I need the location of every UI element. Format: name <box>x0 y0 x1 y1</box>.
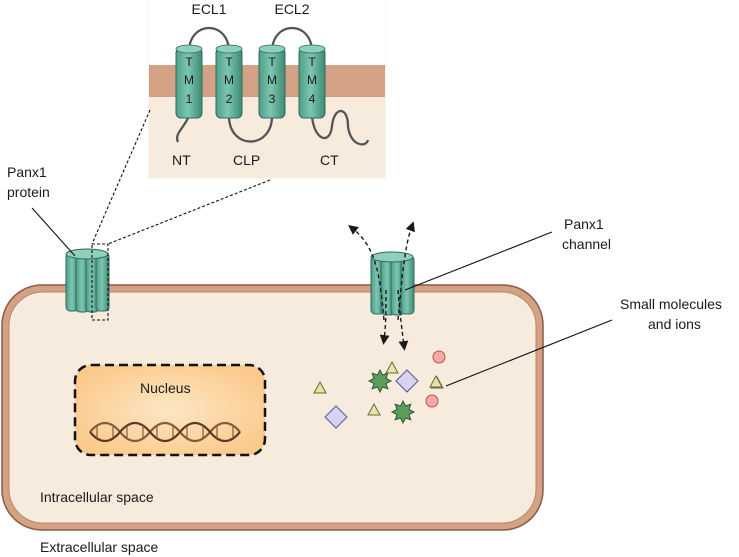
small-molecule-triangle <box>313 380 327 394</box>
tm3-letter-t: T <box>268 55 276 69</box>
panx1-channel-left <box>65 243 110 321</box>
ecl2-label: ECL2 <box>274 1 309 17</box>
panx1-channel-right <box>370 251 415 316</box>
ion-circle <box>425 394 439 408</box>
nt-tail <box>175 115 191 143</box>
panx1-protein-label-line1: Panx1 <box>7 164 47 180</box>
tm1-letter-t: T <box>185 55 193 69</box>
small-molecules-label-line2: and ions <box>648 316 701 332</box>
panx1-channel-label-line1: Panx1 <box>564 216 604 232</box>
clp-label: CLP <box>233 152 260 168</box>
panx1-protein-label-line2: protein <box>7 184 50 200</box>
callout-lines <box>31 207 613 387</box>
small-molecule-triangle <box>429 374 443 388</box>
small-molecule-triangle <box>385 360 399 374</box>
tm4-letter-n: 4 <box>309 92 316 106</box>
small-molecule-diamond <box>395 369 419 393</box>
zoom-lines <box>91 109 271 245</box>
panx1-channel-label-line2: channel <box>562 236 611 252</box>
tm1-letter-m: M <box>184 73 194 87</box>
helix-tm2 <box>215 44 243 119</box>
tm-helices <box>175 44 326 119</box>
small-molecule-star <box>390 399 416 425</box>
ct-tail <box>310 109 370 146</box>
nucleus-label: Nucleus <box>140 380 191 396</box>
tm2-letter-m: M <box>224 73 234 87</box>
small-molecule-diamond <box>324 405 348 429</box>
small-molecules-cluster <box>313 350 446 429</box>
small-molecules-label-line1: Small molecules <box>620 296 722 312</box>
small-molecules-leader <box>445 319 613 387</box>
tm4-letter-m: M <box>307 73 317 87</box>
small-molecule-star <box>367 368 393 394</box>
efflux-arrows <box>348 221 415 351</box>
topology-inset: T M 1 T M 2 T M 3 T M 4 ECL1 ECL2 NT CLP… <box>148 0 386 179</box>
tm2-letter-n: 2 <box>226 92 233 106</box>
dna-helix <box>89 421 241 443</box>
protein-backbone <box>175 27 370 146</box>
small-molecule-triangle <box>367 402 381 416</box>
ecl2-loop <box>270 27 314 53</box>
ct-label: CT <box>320 152 339 168</box>
helix-tm3 <box>258 44 286 119</box>
tm4-letter-t: T <box>308 55 316 69</box>
nucleus: Nucleus <box>73 363 267 457</box>
nt-label: NT <box>172 152 191 168</box>
ecl1-loop <box>187 27 231 53</box>
tm2-letter-t: T <box>225 55 233 69</box>
tm3-letter-m: M <box>267 73 277 87</box>
tm3-letter-n: 3 <box>269 92 276 106</box>
panx1-channel-leader <box>404 231 553 291</box>
panx1-protein-leader <box>31 207 76 257</box>
helix-letters: T M 1 T M 2 T M 3 T M 4 <box>184 55 317 106</box>
protein-highlight-box <box>91 243 109 321</box>
ion-circle <box>432 350 446 364</box>
extracellular-space-label: Extracellular space <box>40 539 158 555</box>
helix-tm1 <box>175 44 203 119</box>
helix-tm4 <box>298 44 326 119</box>
intracellular-space-label: Intracellular space <box>40 489 154 505</box>
tm1-letter-n: 1 <box>186 92 193 106</box>
clp-loop <box>227 115 274 143</box>
ecl1-label: ECL1 <box>191 1 226 17</box>
